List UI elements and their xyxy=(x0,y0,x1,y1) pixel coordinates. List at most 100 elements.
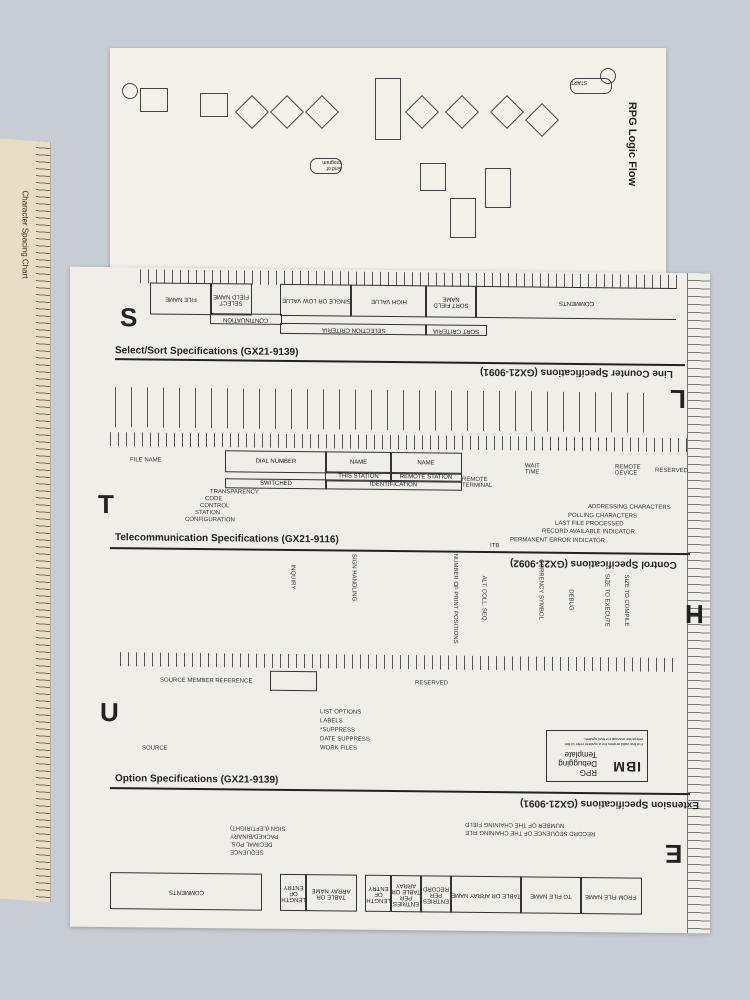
callout-packed: PACKED/BINARY xyxy=(230,832,279,839)
callout-permanent-error: PERMANENT ERROR INDICATOR xyxy=(510,537,606,545)
label-selection-criteria: SELECTION CRITERIA xyxy=(280,322,427,336)
callout-itb: ITB xyxy=(490,543,500,550)
line-counter-grid xyxy=(115,387,645,433)
column-ticks xyxy=(110,432,690,453)
flow-decision xyxy=(445,95,479,129)
field-high-value: HIGH VALUE xyxy=(350,284,427,318)
flow-step xyxy=(200,93,228,117)
flow-step xyxy=(375,78,401,140)
flow-step xyxy=(485,168,511,208)
flow-end: End of program xyxy=(310,158,342,174)
callout-sequence: SEQUENCE xyxy=(230,848,264,855)
field-currency-symbol: CURRENCY SYMBOL xyxy=(537,559,544,620)
field-low-value: SINGLE OR LOW VALUE xyxy=(280,283,352,317)
extension-fields: FROM FILE NAME TO FILE NAME TABLE OR ARR… xyxy=(110,867,650,923)
callout-suppress: *SUPPRESS xyxy=(320,727,356,734)
callout-record-sequence: RECORD SEQUENCE OF THE CHAINING FILE xyxy=(465,828,596,837)
divider xyxy=(110,547,690,556)
telecom-title: Telecommunication Specifications (GX21-9… xyxy=(115,532,339,546)
callout-date-suppress: DATE SUPPRESS xyxy=(320,736,370,743)
divider xyxy=(115,358,685,367)
flow-decision xyxy=(305,95,339,129)
section-letter-l: L xyxy=(670,383,686,415)
field-from-file: FROM FILE NAME xyxy=(580,876,642,915)
callout-work-files: WORK FILES xyxy=(320,745,358,752)
section-letter-e: E xyxy=(665,838,683,870)
field-print-positions: NUMBER OF PRINT POSITIONS xyxy=(451,553,458,644)
divider xyxy=(110,787,690,796)
callout-list-options: LIST OPTIONS xyxy=(320,709,362,716)
callout-polling: POLLING CHARACTERS xyxy=(568,512,638,520)
field-reserved: RESERVED xyxy=(655,467,688,475)
callout-station: STATION xyxy=(195,509,221,517)
field-size-compile: SIZE TO COMPILE xyxy=(622,574,629,627)
flow-connector-a2 xyxy=(122,83,138,99)
control-fields: INQUIRY SIGN HANDLING NUMBER OF PRINT PO… xyxy=(270,554,640,648)
field-alt-coll-seq: ALT. COLL. SEQ. xyxy=(480,575,487,623)
ruler-scale xyxy=(36,141,50,903)
callout-last-file: LAST FILE PROCESSED xyxy=(555,520,624,528)
section-letter-u: U xyxy=(100,696,119,728)
field-length-entry: LENGTH OF ENTRY xyxy=(365,874,392,913)
field-entries-per-record: ENTRIES PER RECORD xyxy=(420,875,452,913)
callout-chaining-field: NUMBER OF THE CHAINING FIELD xyxy=(465,820,565,828)
field-table-name: TABLE OR ARRAY NAME xyxy=(450,875,522,914)
callout-record-available: RECORD AVAILABLE INDICATOR xyxy=(542,528,635,536)
label-identification: IDENTIFICATION xyxy=(325,479,462,491)
field-size-execute: SIZE TO EXECUTE xyxy=(603,573,610,627)
flow-step xyxy=(140,88,168,112)
field-sort-field: SORT FIELD NAME xyxy=(425,285,477,318)
callout-transparency: TRANSPARENCY xyxy=(210,489,259,496)
line-counter-title: Line Counter Specifications (GX21-9091) xyxy=(480,365,673,379)
callout-control: CONTROL xyxy=(200,503,230,510)
field-to-file: TO FILE NAME xyxy=(520,876,582,915)
label-remote-terminal: REMOTE TERMINAL xyxy=(462,476,493,490)
ibm-line3: Template xyxy=(564,750,597,759)
field-comments: COMMENTS xyxy=(110,872,262,911)
field-alt-table-name: TABLE OR ARRAY NAME xyxy=(305,874,357,912)
callout-source: SOURCE xyxy=(142,745,168,752)
select-sort-title: Select/Sort Specifications (GX21-9139) xyxy=(115,345,299,359)
flow-decision xyxy=(235,95,269,129)
field-source-member: SOURCE MEMBER REFERENCE xyxy=(160,677,253,685)
field-file-name: FILE NAME xyxy=(150,282,212,316)
flow-decision xyxy=(270,95,304,129)
flow-title: RPG Logic Flow xyxy=(626,101,639,187)
flow-step xyxy=(420,163,446,191)
field-dial-number: DIAL NUMBER xyxy=(225,450,327,474)
option-title: Option Specifications (GX21-9139) xyxy=(115,773,279,786)
field-sign-handling: SIGN HANDLING xyxy=(350,553,357,602)
field-inquiry: INQUIRY xyxy=(289,564,296,590)
callout-code: CODE xyxy=(205,496,223,503)
column-ticks xyxy=(120,652,680,673)
logic-flow-panel: RPG Logic Flow START End of program xyxy=(110,48,666,273)
section-letter-t: T xyxy=(98,488,114,520)
label-sort-criteria: SORT CRITERIA xyxy=(425,324,487,337)
field-remote-device: REMOTE DEVICE xyxy=(615,464,641,477)
field-wait-time: WAIT TIME xyxy=(525,463,540,476)
extension-title: Extension Specifications (GX21-9091) xyxy=(520,797,699,811)
debugging-template: FILE NAME SELECT FIELD NAME SINGLE OR LO… xyxy=(70,266,710,934)
field-reserved: RESERVED xyxy=(415,680,448,687)
ibm-line1: RPG xyxy=(579,768,597,777)
field-debug: DEBUG xyxy=(567,589,574,611)
option-flags xyxy=(270,670,317,692)
flow-start: START xyxy=(570,78,612,94)
field-select-field: SELECT FIELD NAME xyxy=(210,283,252,316)
callout-configuration: CONFIGURATION xyxy=(185,516,235,524)
ibm-line2: Debugging xyxy=(558,759,597,768)
left-card-title: Character Spacing Chart xyxy=(20,190,30,279)
field-file-name: FILE NAME xyxy=(130,457,162,464)
flow-decision xyxy=(490,95,524,129)
flow-step xyxy=(450,198,476,238)
ibm-template-label-box: IBM RPG Debugging Template For the valid… xyxy=(546,730,648,782)
section-letter-h: H xyxy=(685,599,704,630)
label-switched: SWITCHED xyxy=(225,478,327,490)
flow-decision xyxy=(405,95,439,129)
field-alt-length-entry: LENGTH OF ENTRY xyxy=(280,873,307,912)
field-comments: COMMENTS xyxy=(475,285,676,320)
callout-sign: SIGN (LEFT/RIGHT) xyxy=(230,824,286,831)
ibm-logo: IBM xyxy=(612,759,641,775)
callout-decimal: DECIMAL POS. xyxy=(230,840,273,847)
label-continuation: CONTINUATION xyxy=(210,313,282,325)
